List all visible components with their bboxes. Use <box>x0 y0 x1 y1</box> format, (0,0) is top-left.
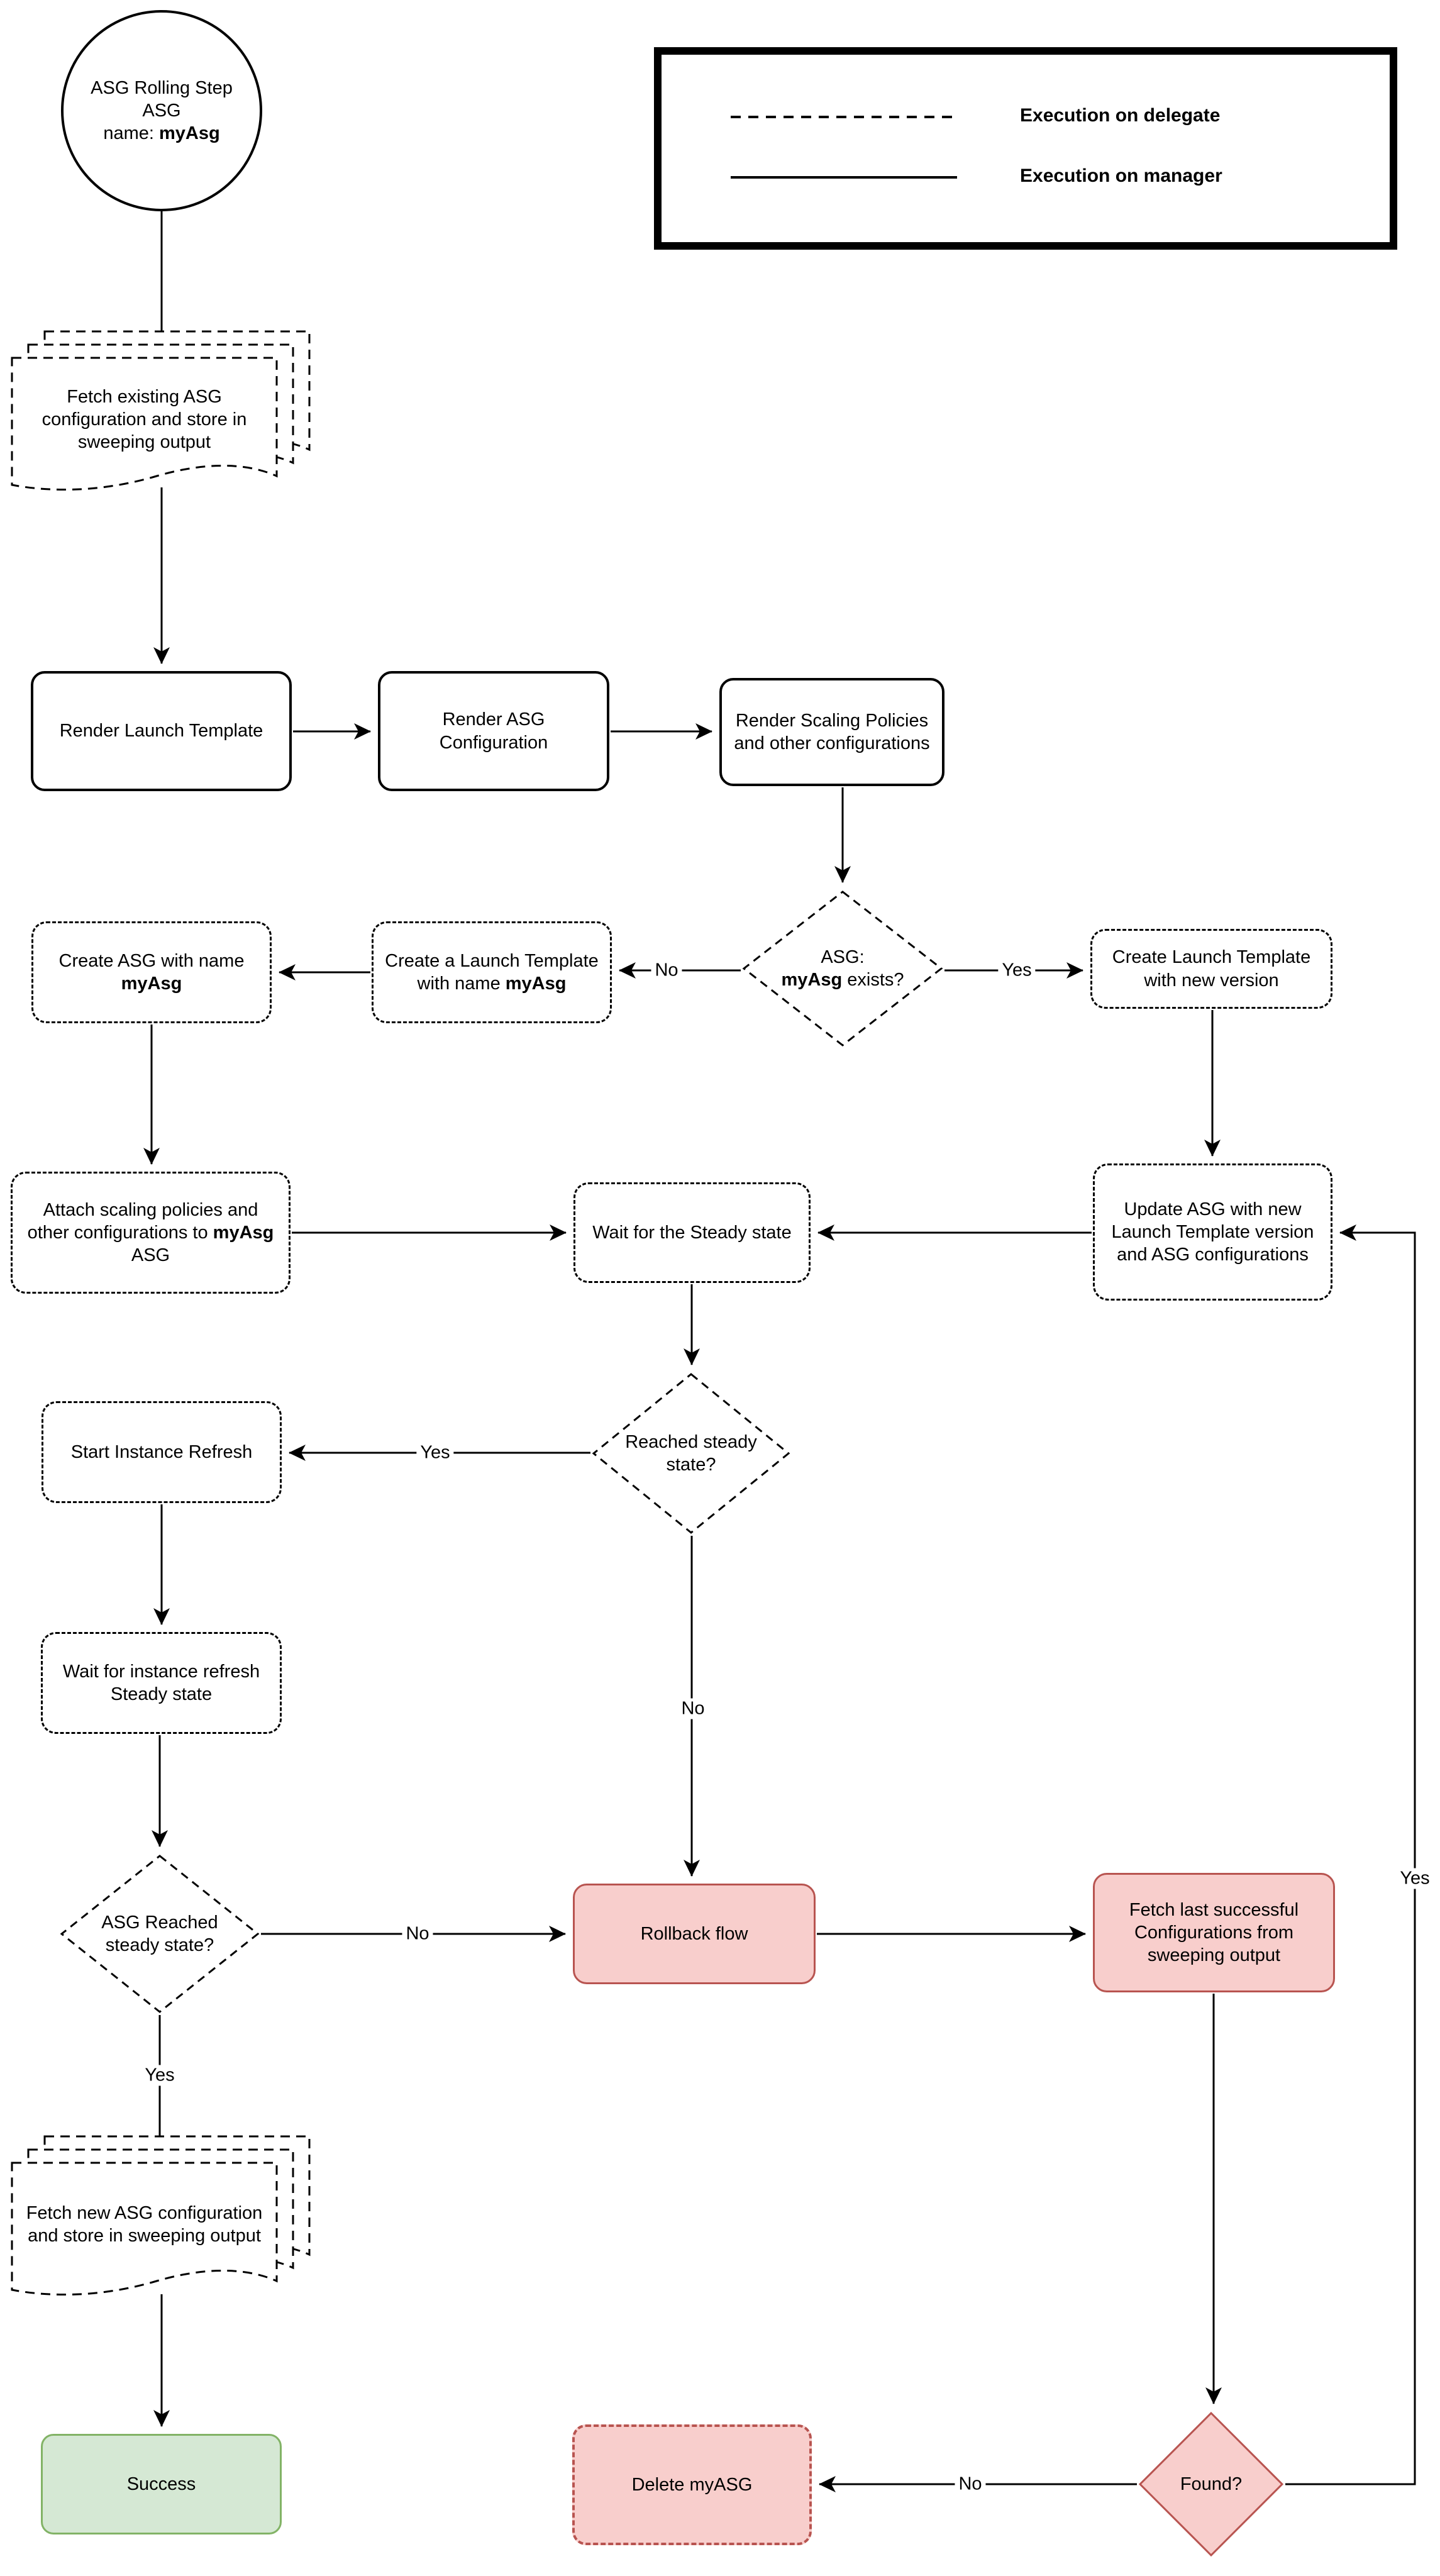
start-line2: ASG <box>142 100 181 121</box>
wait-steady-state-node: Wait for the Steady state <box>573 1182 811 1283</box>
create-launch-template-new-version-node: Create Launch Template with new version <box>1090 929 1332 1009</box>
attach-scaling-policies-node: Attach scaling policies and other config… <box>11 1172 291 1294</box>
start-line1: ASG Rolling Step <box>91 77 233 98</box>
edge-label-no-reached-steady: No <box>677 1698 709 1719</box>
asg-exists-line2: myAsg exists? <box>781 970 904 990</box>
render-scaling-policies-node: Render Scaling Policies and other config… <box>719 678 944 786</box>
diamond-shape <box>60 1855 260 2013</box>
legend-row-manager: Execution on manager <box>662 165 1390 191</box>
edge-found-yes <box>1285 1224 1416 2485</box>
start-line3: name: myAsg <box>103 123 220 144</box>
create-launch-template-named-node: Create a Launch Template with name myAsg <box>372 921 612 1023</box>
solid-line-sample <box>731 176 957 179</box>
asg-reached-steady-state-label: ASG Reached steady state? <box>101 1912 218 1955</box>
diamond-shape <box>592 1373 790 1534</box>
dashed-line-sample <box>731 116 957 118</box>
diamond-shape <box>742 891 943 1046</box>
reached-steady-state-label: Reached steady state? <box>625 1431 757 1475</box>
asg-reached-steady-state-decision: ASG Reached steady state? <box>60 1854 260 2014</box>
legend-row-delegate: Execution on delegate <box>662 105 1390 130</box>
legend-label-delegate: Execution on delegate <box>1020 105 1221 126</box>
edge-label-no-found: No <box>955 2473 986 2495</box>
create-asg-node: Create ASG with name myAsg <box>31 921 272 1023</box>
edge-label-yes-asg-reached: Yes <box>141 2065 179 2086</box>
start-instance-refresh-node: Start Instance Refresh <box>42 1401 282 1503</box>
edge-label-yes-reached-steady: Yes <box>416 1442 454 1463</box>
diamond-shape <box>1138 2411 1284 2557</box>
render-launch-template-node: Render Launch Template <box>31 671 292 791</box>
document-stack-icon <box>11 330 311 491</box>
asg-exists-line1: ASG: <box>821 947 865 967</box>
edge-label-yes-asg-exists: Yes <box>998 960 1036 981</box>
edge-label-yes-found: Yes <box>1396 1868 1434 1889</box>
asg-exists-decision: ASG: myAsg exists? <box>742 890 943 1047</box>
found-label: Found? <box>1180 2473 1243 2494</box>
fetch-existing-asg-label: Fetch existing ASG configuration and sto… <box>42 386 247 453</box>
legend-label-manager: Execution on manager <box>1020 165 1222 186</box>
wait-instance-refresh-node: Wait for instance refresh Steady state <box>41 1632 282 1734</box>
fetch-new-asg-node: Fetch new ASG configuration and store in… <box>11 2135 313 2304</box>
edge-label-no-asg-exists: No <box>651 960 682 981</box>
render-asg-configuration-node: Render ASG Configuration <box>378 671 609 791</box>
edge-label-no-asg-reached: No <box>402 1923 433 1945</box>
fetch-last-successful-node: Fetch last successful Configurations fro… <box>1093 1873 1335 1992</box>
legend: Execution on delegate Execution on manag… <box>654 47 1397 250</box>
fetch-new-asg-label: Fetch new ASG configuration and store in… <box>26 2202 263 2246</box>
update-asg-node: Update ASG with new Launch Template vers… <box>1093 1163 1332 1301</box>
document-stack-icon <box>11 2135 311 2296</box>
delete-myasg-node: Delete myASG <box>572 2424 812 2545</box>
reached-steady-state-decision: Reached steady state? <box>592 1372 790 1535</box>
rollback-flow-node: Rollback flow <box>573 1884 816 1984</box>
success-node: Success <box>41 2434 282 2534</box>
fetch-existing-asg-node: Fetch existing ASG configuration and sto… <box>11 330 313 499</box>
start-node-asg-rolling-step: ASG Rolling Step ASG name: myAsg <box>61 10 262 211</box>
found-decision: Found? <box>1138 2411 1284 2557</box>
